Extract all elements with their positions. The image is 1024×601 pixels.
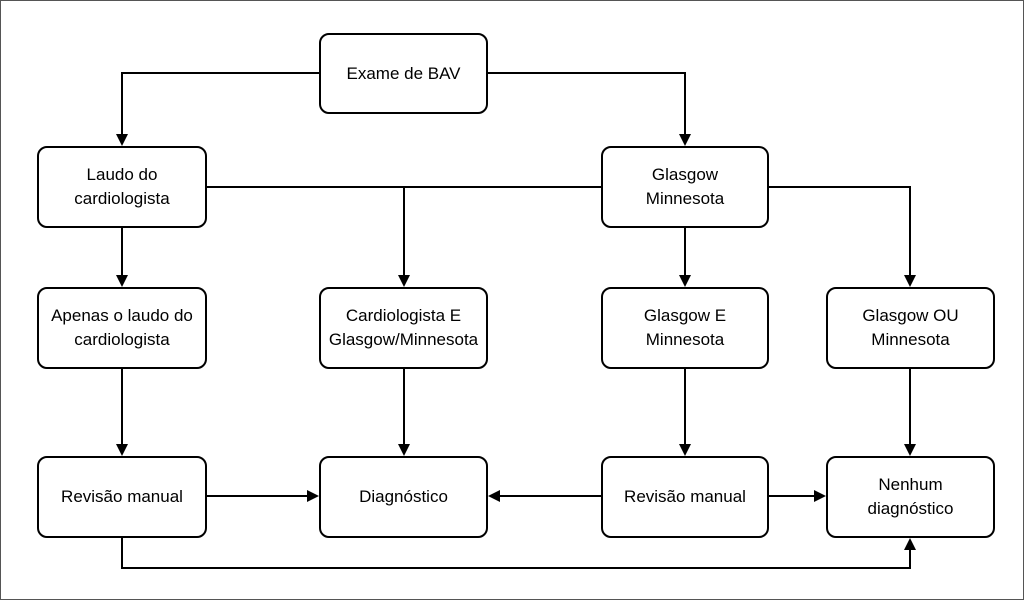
node-diagnostico: Diagnóstico (319, 456, 488, 538)
node-revisao-manual-left: Revisão manual (37, 456, 207, 538)
node-glasgow-e-minnesota: Glasgow E Minnesota (601, 287, 769, 369)
node-glasgow-ou-minnesota: Glasgow OU Minnesota (826, 287, 995, 369)
edge-glasgow-to-glasgow-ou (769, 186, 916, 287)
node-apenas-o-laudo: Apenas o laudo do cardiologista (37, 287, 207, 369)
node-exame-de-bav: Exame de BAV (319, 33, 488, 114)
node-glasgow-minnesota: Glasgow Minnesota (601, 146, 769, 228)
edge-exame-to-glasgow-minnesota (488, 72, 691, 146)
node-cardiologista-e-glasgow-minnesota: Cardiologista E Glasgow/Minnesota (319, 287, 488, 369)
edge-revisao-1-to-nenhum (121, 538, 916, 569)
node-nenhum-diagnostico: Nenhum diagnóstico (826, 456, 995, 538)
node-laudo-do-cardiologista: Laudo do cardiologista (37, 146, 207, 228)
node-revisao-manual-right: Revisão manual (601, 456, 769, 538)
edge-exame-to-laudo (116, 72, 319, 146)
